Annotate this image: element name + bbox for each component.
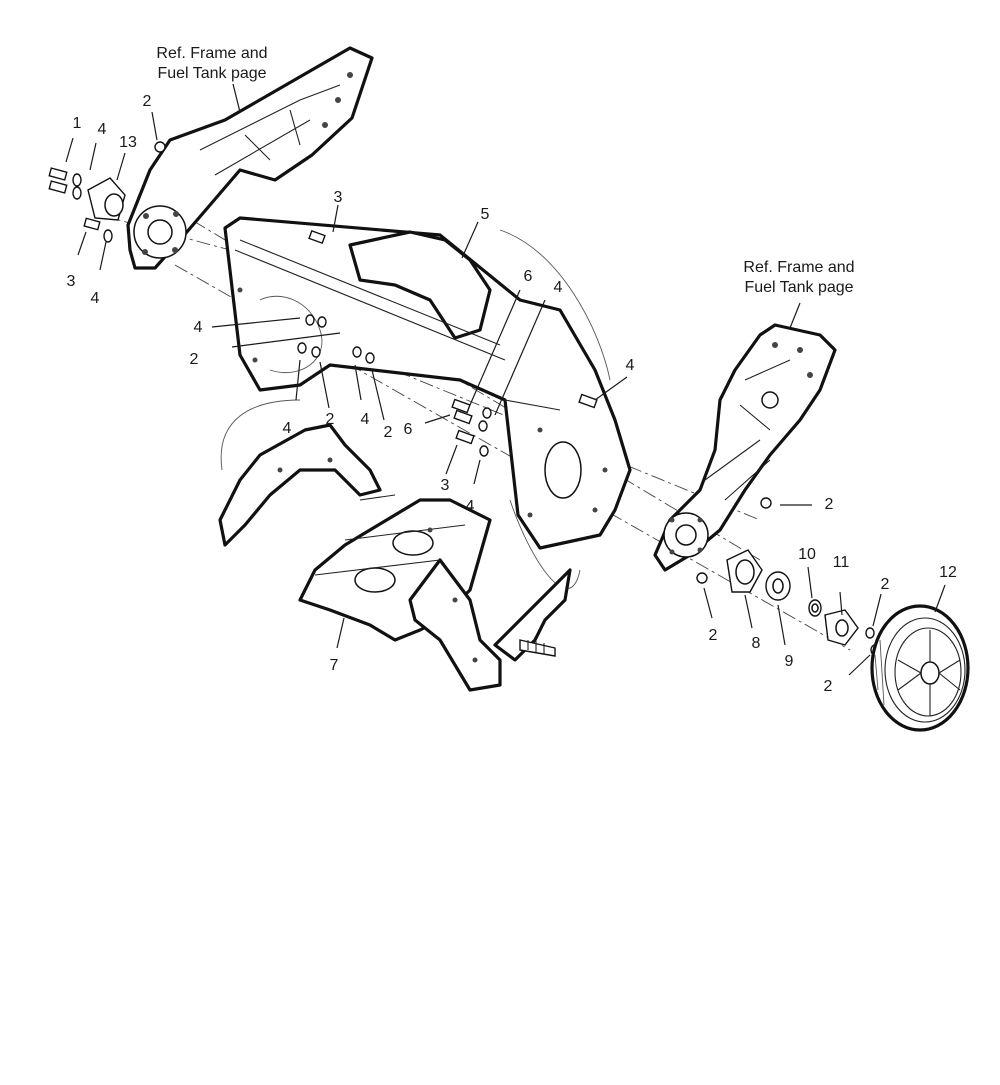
left-side-plate: [126, 46, 374, 270]
callout-number: 4: [283, 420, 292, 437]
housing-hardware: [297, 229, 598, 457]
right-side-plate: [653, 323, 837, 572]
callout-number: 2: [825, 496, 834, 513]
callout-number: 2: [190, 351, 199, 368]
callout-number: 4: [626, 357, 635, 374]
callout-number: 3: [67, 273, 76, 290]
callout-number: 2: [824, 678, 833, 695]
ref-frame-label-right-line2: Fuel Tank page: [744, 279, 853, 296]
callout-number: 11: [833, 554, 850, 571]
callout-number: 6: [404, 421, 413, 438]
callout-number: 1: [73, 115, 82, 132]
callout-number: 8: [752, 635, 761, 652]
leader-lines: [65, 83, 946, 676]
callout-number: 2: [326, 411, 335, 428]
callout-number: 2: [384, 424, 393, 441]
callout-number: 4: [554, 279, 563, 296]
callout-number: 2: [881, 576, 890, 593]
callout-number: 6: [524, 268, 533, 285]
left-hardware: [48, 141, 166, 243]
callout-number: 4: [91, 290, 100, 307]
callout-number: 2: [709, 627, 718, 644]
callout-number: 5: [481, 206, 490, 223]
callout-number: 4: [466, 498, 475, 515]
auger-assembly: [218, 399, 581, 692]
callout-number: 4: [98, 121, 107, 138]
callout-number: 4: [194, 319, 203, 336]
callout-labels: Ref. Frame and Fuel Tank page Ref. Frame…: [67, 45, 957, 695]
callout-number: 2: [143, 93, 152, 110]
ref-frame-label-left-line1: Ref. Frame and: [156, 45, 267, 62]
wheel: [870, 604, 970, 732]
callout-number: 12: [939, 564, 957, 581]
ref-frame-label-right-line1: Ref. Frame and: [743, 259, 854, 276]
callout-number: 10: [798, 546, 816, 563]
callout-number: 13: [119, 134, 137, 151]
callout-number: 7: [330, 657, 339, 674]
callout-number: 3: [441, 477, 450, 494]
auger-housing: [223, 216, 632, 550]
callout-number: 3: [334, 189, 343, 206]
right-hardware: [696, 497, 880, 656]
callout-number: 4: [361, 411, 370, 428]
callout-number: 9: [785, 653, 794, 670]
ref-frame-label-left-line2: Fuel Tank page: [157, 65, 266, 82]
